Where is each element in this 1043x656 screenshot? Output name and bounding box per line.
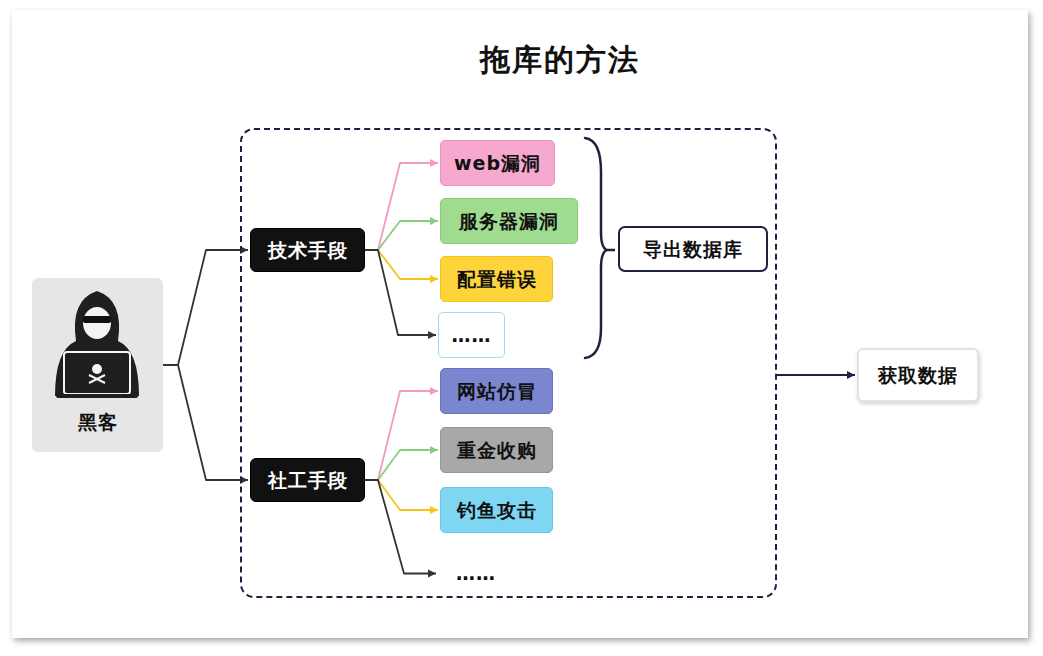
category-box: 技术手段 — [250, 228, 365, 272]
node-label: 服务器漏洞 — [459, 210, 559, 233]
node-label: 黑客 — [78, 411, 118, 434]
method-group: 技术手段 web漏洞服务器漏洞配置错误 …… 导出数据库社工手段 网站仿冒重金收购钓鱼攻… — [240, 128, 777, 598]
hacker-box: 黑客 — [32, 278, 163, 452]
connector-arrow — [365, 250, 438, 279]
method-box: 钓鱼攻击 — [440, 487, 553, 533]
connector-arrow — [365, 250, 436, 335]
node-label: 钓鱼攻击 — [457, 499, 537, 522]
method-box: 配置错误 — [440, 256, 553, 302]
category-box: 社工手段 — [250, 458, 365, 502]
diagram-title: 拖库的方法 — [0, 40, 1043, 81]
connector-arrow — [777, 374, 855, 376]
node-label: 技术手段 — [268, 239, 348, 262]
brace-dash — [608, 249, 615, 252]
method-box: …… — [438, 312, 505, 358]
result-box: 获取数据 — [857, 348, 979, 402]
connector-arrow — [365, 163, 438, 250]
method-box: 服务器漏洞 — [440, 198, 578, 244]
connector-arrow — [365, 450, 438, 480]
result-box: 导出数据库 — [618, 226, 768, 272]
connector-arrow — [163, 250, 248, 365]
card-background — [12, 10, 1028, 638]
node-label: 获取数据 — [878, 364, 958, 387]
connector-arrow — [365, 480, 438, 510]
more-text: …… — [444, 556, 508, 591]
method-box: 重金收购 — [440, 427, 553, 473]
method-box: web漏洞 — [440, 140, 555, 186]
curly-brace — [585, 138, 607, 358]
node-label: 社工手段 — [268, 469, 348, 492]
node-label: 配置错误 — [457, 268, 537, 291]
node-label: 重金收购 — [457, 439, 537, 462]
connector-arrow — [365, 480, 436, 574]
node-label: 导出数据库 — [643, 238, 743, 261]
node-label: web漏洞 — [454, 152, 541, 175]
connector-arrow — [365, 221, 438, 250]
method-box: 网站仿冒 — [440, 368, 553, 414]
node-label: 网站仿冒 — [457, 380, 537, 403]
node-label: …… — [452, 324, 492, 347]
connector-arrow — [163, 365, 248, 480]
node-label: …… — [456, 562, 496, 585]
connector-arrow — [365, 391, 438, 480]
